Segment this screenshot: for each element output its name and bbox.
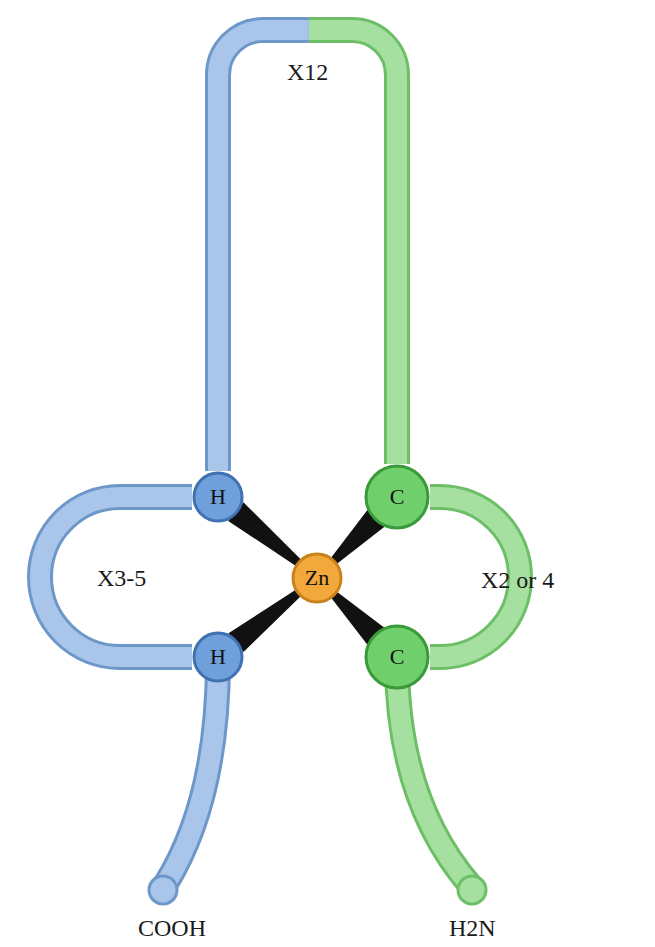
chain-tube	[218, 30, 309, 471]
bond-wedge	[229, 589, 302, 652]
chain-tube	[40, 497, 192, 657]
cysteine-circle: C	[364, 624, 430, 690]
histidine-circle: H	[192, 631, 244, 683]
histidine-circle: H	[192, 471, 244, 523]
chain-segment	[218, 30, 397, 471]
coordination-bond	[228, 502, 302, 566]
circle-shape	[366, 626, 428, 688]
chain-tube	[308, 30, 398, 464]
loop-label: X12	[287, 59, 328, 86]
chain-tube	[218, 30, 309, 471]
n-terminal-tail	[397, 660, 470, 885]
residue-letter: C	[390, 644, 405, 670]
c-terminal-tail	[165, 660, 218, 885]
chain-tube	[308, 30, 398, 464]
coordination-bond	[229, 589, 302, 652]
loop-label: X3-5	[97, 565, 146, 592]
circle-shape	[293, 554, 341, 602]
chain-end	[149, 876, 177, 904]
c-terminal-tail	[165, 660, 218, 885]
chain-segment	[40, 497, 192, 657]
circle-shape	[194, 633, 242, 681]
residue-letter: H	[210, 644, 226, 670]
terminus-label: COOH	[138, 915, 206, 942]
chain-tube	[40, 497, 192, 657]
n-terminal-tail	[397, 660, 470, 885]
chain-end	[458, 876, 486, 904]
circle-shape	[194, 473, 242, 521]
cysteine-circle: C	[364, 464, 430, 530]
loop-label: X2 or 4	[481, 567, 554, 594]
residue-letter: Zn	[305, 565, 329, 591]
terminus-label: H2N	[449, 915, 496, 942]
residue-letter: H	[210, 484, 226, 510]
bond-wedge	[228, 502, 302, 566]
zinc-ion-circle: Zn	[291, 552, 343, 604]
residue-letter: C	[390, 484, 405, 510]
circle-shape	[366, 466, 428, 528]
